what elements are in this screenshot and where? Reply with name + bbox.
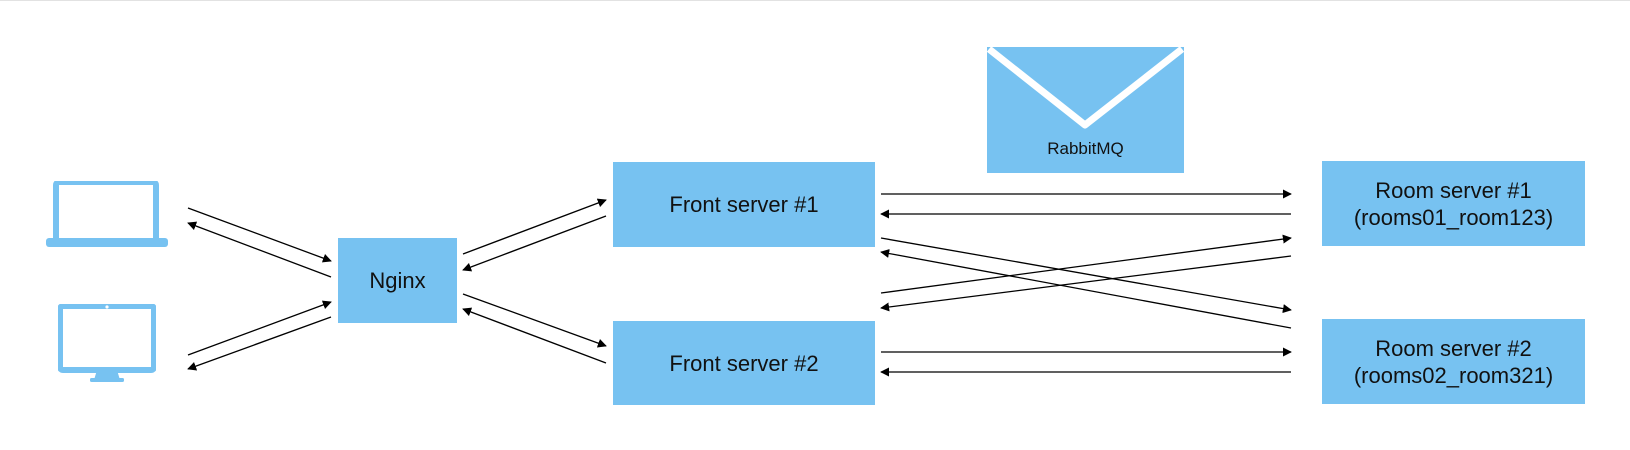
arrow-room1-to-front2 <box>880 255 1292 312</box>
front-server-2-label: Front server #2 <box>669 350 819 376</box>
room-server-2-id: (rooms02_room321) <box>1353 362 1554 388</box>
room-server-1-id: (rooms01_room123) <box>1353 204 1554 230</box>
rabbitmq-node: RabbitMQ <box>986 46 1185 173</box>
nginx-node: Nginx <box>338 238 457 323</box>
arrow-nginx-to-desktop <box>187 316 332 371</box>
arrow-desktop-to-nginx <box>187 300 332 356</box>
arrow-laptop-to-nginx <box>187 207 332 263</box>
arrow-front1-to-nginx <box>462 215 607 272</box>
room-server-1-title: Room server #1 <box>1375 177 1532 203</box>
arrow-room2-to-front1 <box>880 249 1292 329</box>
arrow-nginx-to-laptop <box>187 221 332 278</box>
front-server-1-label: Front server #1 <box>669 192 819 217</box>
arrow-front1-to-room2 <box>880 237 1292 314</box>
envelope-icon <box>986 46 1185 173</box>
front-server-1-node: Front server #1 <box>613 162 875 247</box>
rabbitmq-label: RabbitMQ <box>1047 139 1124 158</box>
room-server-1-node: Room server #1 (rooms01_room123) <box>1322 161 1585 246</box>
room-server-2-title: Room server #2 <box>1375 335 1532 361</box>
arrow-front2-to-nginx <box>462 307 607 364</box>
laptop-icon <box>46 179 168 254</box>
arrow-nginx-to-front2 <box>462 293 607 348</box>
arrow-nginx-to-front1 <box>462 198 607 255</box>
room-server-2-node: Room server #2 (rooms02_room321) <box>1322 319 1585 404</box>
arrow-front2-to-room1 <box>880 234 1292 294</box>
nginx-label: Nginx <box>369 268 426 293</box>
front-server-2-node: Front server #2 <box>613 321 875 405</box>
desktop-monitor-icon <box>57 303 157 389</box>
